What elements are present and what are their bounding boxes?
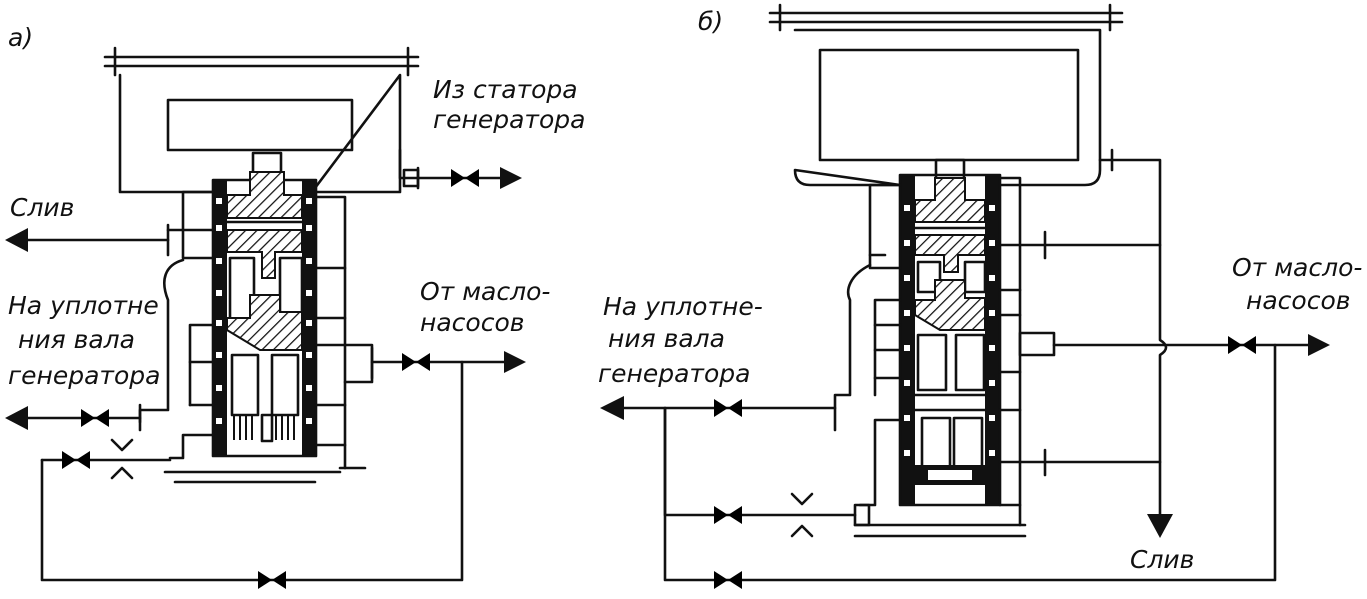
stator-line-a: Из статора генератора — [398, 75, 585, 190]
cylinder-wall-left-b — [900, 175, 915, 505]
cylinder-wall-left-a — [213, 180, 227, 456]
arrow-icon — [1308, 334, 1330, 356]
pumps-line-b: От масло- насосов — [663, 253, 1362, 589]
label-drain-a: Слив — [10, 193, 74, 222]
piston-assembly-b — [913, 177, 987, 485]
piston-assembly-a — [225, 171, 304, 443]
diagram-a: а) — [5, 23, 585, 589]
throttle-icon — [790, 492, 814, 538]
pumps-line-a: От масло- насосов — [40, 277, 550, 589]
valve-icon — [62, 451, 90, 469]
regulator-housing-b — [793, 28, 1102, 187]
label-seals-2-a: ния вала — [18, 325, 135, 354]
arrow-icon — [500, 167, 522, 189]
top-rail-b — [768, 3, 1124, 32]
drain-line-b: Слив — [1043, 148, 1194, 574]
valve-icon — [258, 571, 286, 589]
drain-line-a: Слив — [5, 193, 170, 257]
arrow-icon — [1147, 514, 1173, 538]
label-seals-1-a: На уплотне — [8, 291, 159, 320]
label-stator-1-a: Из статора — [433, 75, 578, 104]
label-stator-2-a: генератора — [433, 105, 585, 134]
arrow-icon — [5, 228, 28, 252]
cylinder-wall-right-a — [302, 180, 316, 456]
label-pumps-2-b: насосов — [1246, 286, 1350, 315]
top-rail-a — [103, 46, 420, 77]
regulator-window-b — [818, 48, 1080, 162]
diagram-b: б) — [598, 3, 1362, 589]
cylinder-wall-right-b — [985, 175, 1000, 505]
label-pumps-2-a: насосов — [420, 308, 524, 337]
valve-icon — [81, 409, 109, 427]
diagram-b-tag: б) — [698, 7, 723, 36]
label-pumps-1-a: От масло- — [420, 277, 550, 306]
valve-icon — [451, 169, 479, 187]
right-stubs-b — [998, 176, 1056, 527]
arrow-icon — [5, 406, 28, 430]
seals-line-a: На уплотне ния вала генератора — [5, 291, 172, 480]
left-stubs-a — [138, 190, 342, 484]
throttle-icon — [110, 438, 134, 480]
label-seals-2-b: ния вала — [608, 324, 725, 353]
label-seals-3-b: генератора — [598, 359, 750, 388]
right-stubs-a — [314, 195, 374, 470]
valve-icon — [714, 506, 742, 524]
valve-icon — [714, 399, 742, 417]
label-drain-b: Слив — [1130, 545, 1194, 574]
valve-icon — [1228, 336, 1256, 354]
valve-icon — [402, 353, 430, 371]
regulator-window-a — [166, 98, 354, 152]
seals-line-b: На уплотне- ния вала генератора — [598, 292, 871, 538]
valve-icon — [714, 571, 742, 589]
arrow-icon — [504, 351, 526, 373]
diagram-a-tag: а) — [8, 23, 33, 52]
arrow-icon — [600, 396, 624, 420]
label-seals-3-a: генератора — [8, 361, 160, 390]
label-seals-1-b: На уплотне- — [603, 292, 763, 321]
label-pumps-1-b: От масло- — [1232, 253, 1362, 282]
